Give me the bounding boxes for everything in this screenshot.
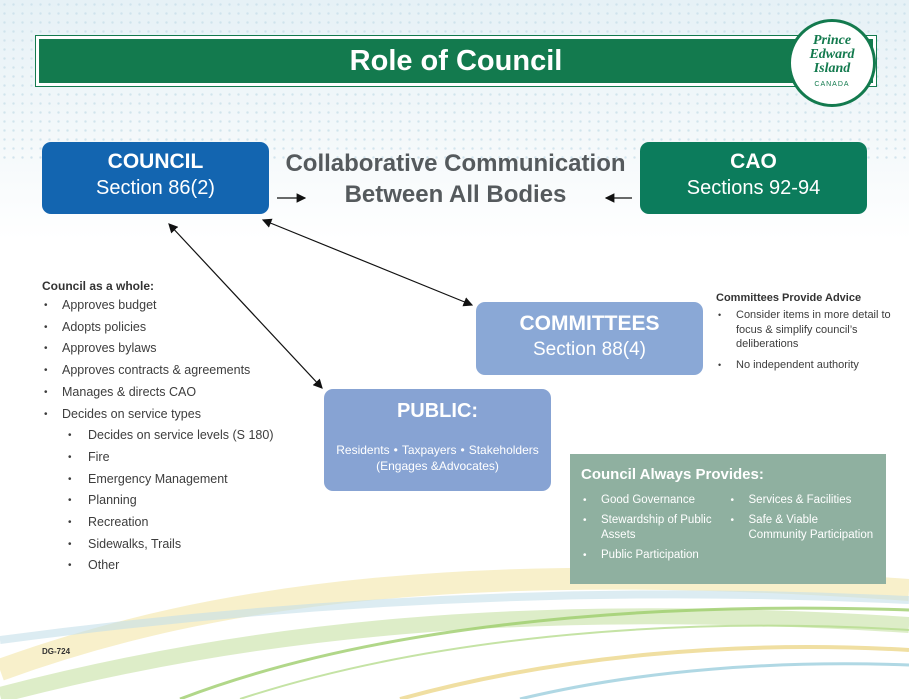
- public-member: Stakeholders: [468, 443, 539, 457]
- public-members: Residents•Taxpayers•Stakeholders: [336, 443, 539, 457]
- list-subitem: Other: [42, 555, 302, 577]
- list-subitem: Planning: [42, 490, 302, 512]
- council-duties: Council as a whole: Approves budget Adop…: [42, 279, 302, 577]
- council-section: Section 86(2): [96, 177, 215, 199]
- list-item: Stewardship of Public Assets: [581, 513, 729, 543]
- committees-advice-title: Committees Provide Advice: [716, 292, 862, 304]
- page-title: Role of Council: [36, 36, 876, 86]
- list-item: Good Governance: [581, 493, 729, 508]
- committees-box: COMMITTEES Section 88(4): [476, 302, 703, 375]
- committees-section: Section 88(4): [532, 339, 646, 360]
- collab-line2: Between All Bodies: [344, 181, 567, 208]
- list-item: Approves budget: [42, 295, 302, 317]
- council-title: COUNCIL: [107, 150, 204, 173]
- list-subitem: Recreation: [42, 512, 302, 534]
- list-item: No independent authority: [716, 358, 896, 373]
- list-item: Services & Facilities: [729, 493, 877, 508]
- logo-line1: Prince: [812, 33, 852, 48]
- logo-sub: CANADA: [814, 81, 850, 88]
- logo-line2: Edward: [809, 47, 855, 62]
- pei-logo: Prince Edward Island CANADA: [788, 19, 876, 107]
- provides-col1: Good Governance Stewardship of Public As…: [581, 493, 729, 568]
- list-subitem: Emergency Management: [42, 469, 302, 491]
- list-item: Adopts policies: [42, 317, 302, 339]
- council-box: COUNCIL Section 86(2): [42, 142, 269, 214]
- list-subitem: Fire: [42, 447, 302, 469]
- list-item: Manages & directs CAO: [42, 382, 302, 404]
- council-duties-list: Approves budget Adopts policies Approves…: [42, 295, 302, 577]
- public-member: Residents: [336, 443, 390, 457]
- list-item: Approves bylaws: [42, 338, 302, 360]
- cao-box: CAO Sections 92-94: [640, 142, 867, 214]
- collab-heading: Collaborative Communication Between All …: [283, 148, 628, 210]
- committees-advice-list: Consider items in more detail to focus &…: [716, 308, 896, 372]
- committees-title: COMMITTEES: [519, 312, 660, 335]
- provides-col2: Services & Facilities Safe & Viable Comm…: [729, 493, 877, 568]
- cao-title: CAO: [730, 150, 777, 173]
- public-note: (Engages &Advocates): [376, 459, 499, 473]
- council-duties-title: Council as a whole:: [42, 279, 155, 293]
- list-subitem: Sidewalks, Trails: [42, 534, 302, 556]
- public-member: Taxpayers: [401, 443, 457, 457]
- list-item: Public Participation: [581, 548, 729, 563]
- list-item: Consider items in more detail to focus &…: [716, 308, 896, 352]
- collab-line1: Collaborative Communication: [285, 150, 626, 177]
- list-item: Approves contracts & agreements: [42, 360, 302, 382]
- council-provides-title: Council Always Provides:: [581, 466, 764, 483]
- list-item: Safe & Viable Community Participation: [729, 513, 877, 543]
- public-box: PUBLIC: Residents•Taxpayers•Stakeholders…: [324, 389, 551, 491]
- cao-section: Sections 92-94: [686, 177, 821, 199]
- council-provides-box: Council Always Provides: Good Governance…: [570, 454, 886, 584]
- public-title: PUBLIC:: [396, 400, 479, 422]
- council-provides-columns: Good Governance Stewardship of Public As…: [581, 493, 876, 568]
- committees-advice: Committees Provide Advice Consider items…: [716, 292, 896, 378]
- logo-line3: Island: [813, 61, 851, 76]
- list-item: Decides on service types: [42, 404, 302, 426]
- list-subitem: Decides on service levels (S 180): [42, 425, 302, 447]
- document-code: DG-724: [42, 647, 71, 656]
